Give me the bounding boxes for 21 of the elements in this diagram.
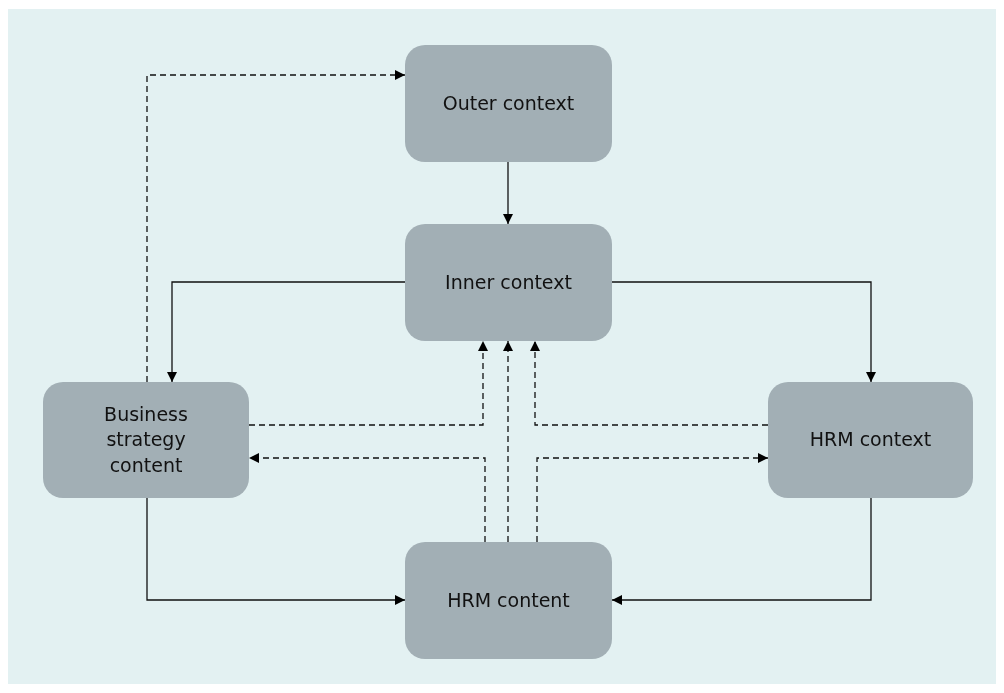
- node-label: Outer context: [442, 90, 575, 116]
- node-label: HRM content: [447, 587, 570, 613]
- arrow: [611, 497, 872, 605]
- arrow: [248, 340, 488, 426]
- process-box: [768, 382, 973, 498]
- arrow: [536, 453, 769, 543]
- process-box: [405, 45, 612, 162]
- arrow: [611, 281, 876, 383]
- process-box: [405, 224, 612, 341]
- node-label: Business strategy content: [103, 401, 189, 478]
- process-box: [405, 542, 612, 659]
- node-label: Inner context: [445, 269, 572, 295]
- arrow: [503, 340, 513, 543]
- process-box: [43, 382, 249, 498]
- arrow: [503, 161, 513, 225]
- arrow: [167, 281, 406, 383]
- arrow: [146, 497, 406, 605]
- arrow: [530, 340, 769, 426]
- arrow: [146, 70, 406, 383]
- arrow: [248, 453, 486, 543]
- node-label: HRM context: [809, 427, 932, 453]
